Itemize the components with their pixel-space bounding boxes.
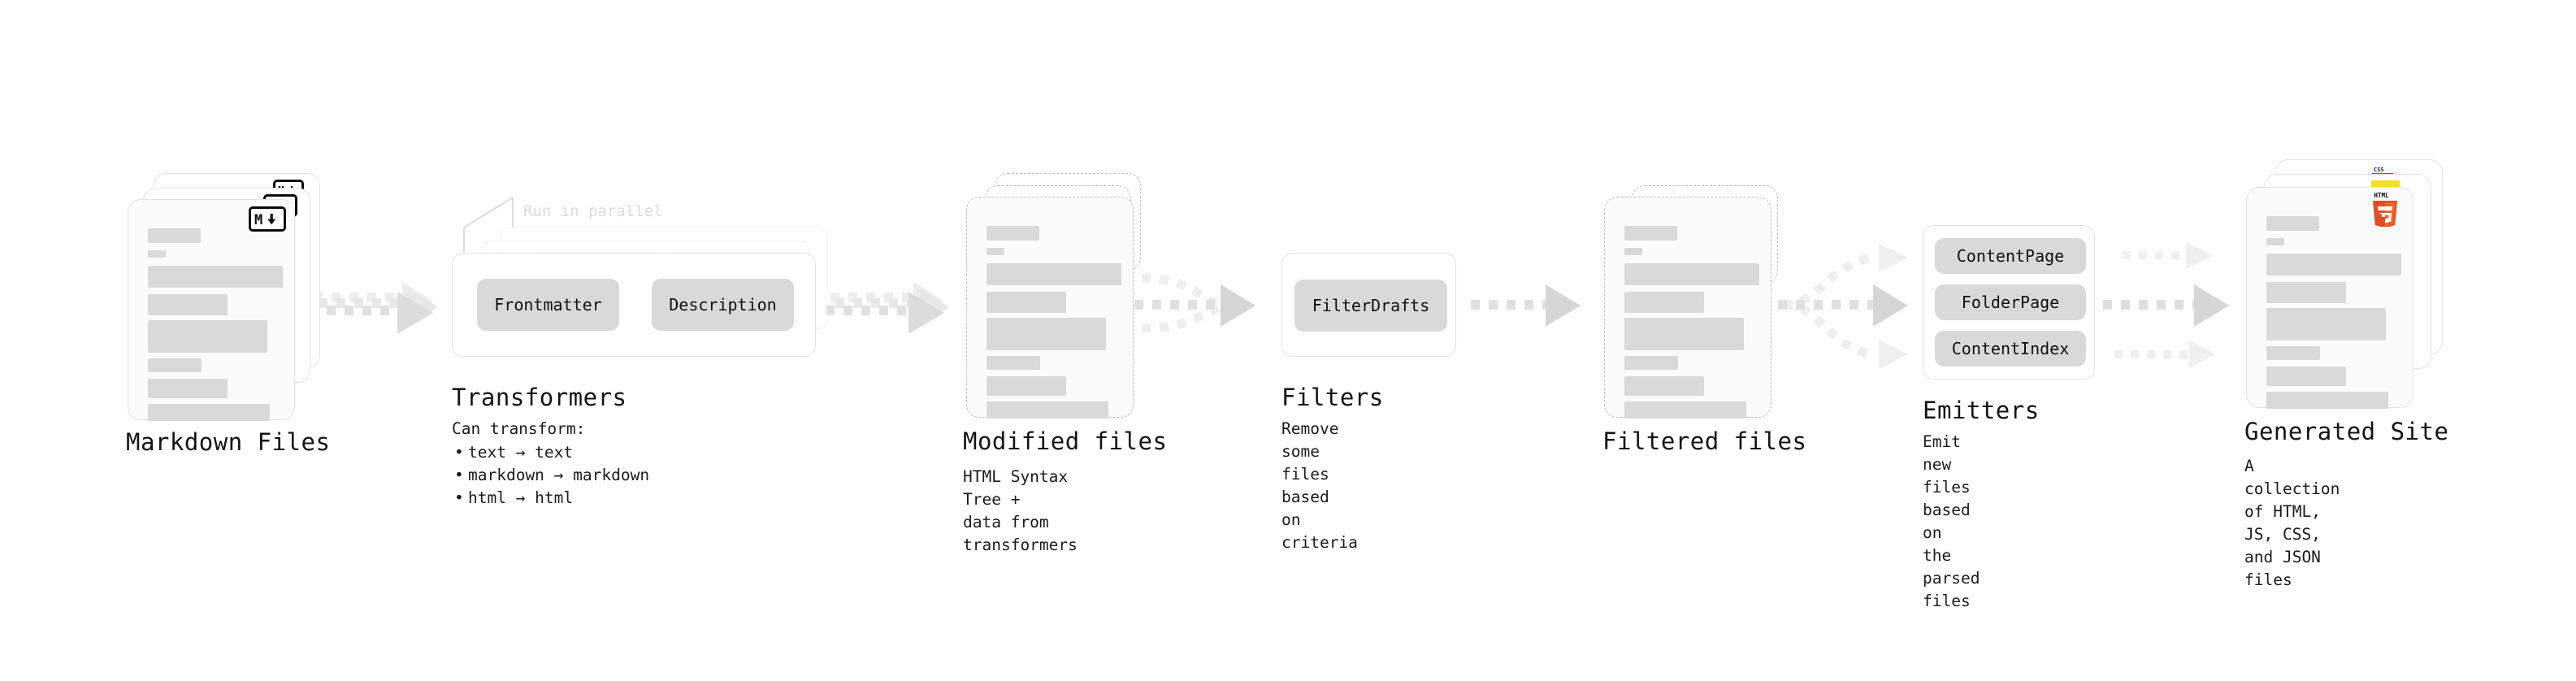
- doc-bar: [148, 266, 283, 288]
- modified-file-card-front: [966, 197, 1134, 419]
- list-item: markdown → markdown: [454, 464, 649, 487]
- doc-bar: [148, 294, 228, 315]
- doc-bar: [987, 401, 1108, 419]
- arrow-filtered-to-emitters: [1778, 244, 1908, 369]
- transformer-node-frontmatter[interactable]: Frontmatter: [477, 279, 619, 331]
- doc-bar: [2266, 392, 2388, 409]
- svg-text:HTML: HTML: [2374, 192, 2390, 199]
- doc-bar: [987, 226, 1039, 241]
- emitter-node-contentindex[interactable]: ContentIndex: [1935, 331, 2086, 367]
- doc-bar: [987, 263, 1121, 285]
- html5-icon: HTML: [2370, 191, 2400, 227]
- doc-bar: [148, 404, 270, 421]
- markdown-icon: M: [249, 206, 286, 232]
- doc-bar: [1624, 318, 1744, 350]
- doc-bar: [987, 248, 1004, 255]
- doc-bar: [987, 318, 1106, 350]
- stage-title-markdown-files: Markdown Files: [126, 428, 331, 456]
- stage-title-modified-files: Modified files: [963, 427, 1168, 455]
- stage-desc-filters: Remove some files based on criteria: [1281, 419, 1358, 552]
- doc-bar: [2266, 238, 2284, 245]
- doc-bar: [2266, 254, 2401, 275]
- doc-bar: [1624, 292, 1704, 313]
- arrow-markdown-to-transformers: [309, 282, 438, 334]
- doc-bar: [1624, 263, 1759, 285]
- stage-title-emitters: Emitters: [1923, 397, 2040, 424]
- emitters-groupbox: ContentPage FolderPage ContentIndex: [1923, 225, 2095, 380]
- doc-bar: [148, 379, 228, 398]
- filtered-file-card-front: [1604, 197, 1772, 419]
- stage-title-filters: Filters: [1281, 384, 1384, 411]
- list-item: html → html: [454, 487, 649, 510]
- doc-bar: [1624, 226, 1677, 241]
- doc-bar: [2266, 282, 2346, 303]
- stage-title-transformers: Transformers: [452, 384, 627, 411]
- doc-bar: [148, 250, 166, 258]
- filters-groupbox: FilterDrafts: [1281, 253, 1456, 357]
- arrow-filters-to-filtered: [1471, 284, 1581, 327]
- emitter-node-contentpage[interactable]: ContentPage: [1935, 238, 2086, 274]
- doc-bar: [148, 228, 201, 243]
- transformer-node-description[interactable]: Description: [652, 279, 794, 331]
- transform-capability-list: text → text markdown → markdown html → h…: [452, 441, 649, 510]
- markdown-file-card-front: [128, 199, 295, 421]
- svg-text:M: M: [254, 212, 262, 227]
- arrow-transformers-to-modified: [826, 282, 949, 334]
- stage-desc-modified-files: HTML Syntax Tree + data from transformer…: [963, 467, 1078, 554]
- doc-bar: [1624, 356, 1678, 370]
- transformers-groupbox: Frontmatter Description: [452, 253, 816, 357]
- generated-file-card-html: [2246, 187, 2413, 409]
- doc-bar: [1624, 248, 1642, 255]
- doc-bar: [987, 292, 1066, 313]
- doc-bar: [148, 358, 202, 372]
- arrow-emitters-to-site: [2103, 242, 2229, 368]
- stage-title-generated-site: Generated Site: [2244, 418, 2449, 445]
- stage-title-filtered-files: Filtered files: [1602, 427, 1807, 455]
- doc-bar: [1624, 376, 1704, 396]
- doc-bar: [987, 356, 1040, 370]
- stage-desc-emitters: Emit new files based on the parsed files: [1923, 432, 1980, 610]
- list-item: text → text: [454, 441, 649, 464]
- doc-bar: [1624, 401, 1746, 419]
- filter-node-filterdrafts[interactable]: FilterDrafts: [1295, 280, 1447, 332]
- stage-desc-generated-site: A collection of HTML, JS, CSS, and JSON …: [2244, 457, 2340, 589]
- doc-bar: [987, 376, 1066, 396]
- callout-run-in-parallel: Run in parallel: [523, 202, 663, 220]
- doc-bar: [2266, 367, 2346, 386]
- doc-bar: [2266, 216, 2319, 231]
- svg-text:CSS: CSS: [2374, 167, 2384, 173]
- doc-bar: [2266, 308, 2386, 340]
- arrow-modified-to-filters: [1134, 273, 1255, 333]
- doc-bar: [2266, 346, 2320, 360]
- transformers-bullet-list: Can transform: text → text markdown → ma…: [452, 418, 649, 510]
- bullets-lead: Can transform:: [452, 419, 586, 438]
- doc-bar: [148, 320, 267, 353]
- emitter-node-folderpage[interactable]: FolderPage: [1935, 284, 2086, 320]
